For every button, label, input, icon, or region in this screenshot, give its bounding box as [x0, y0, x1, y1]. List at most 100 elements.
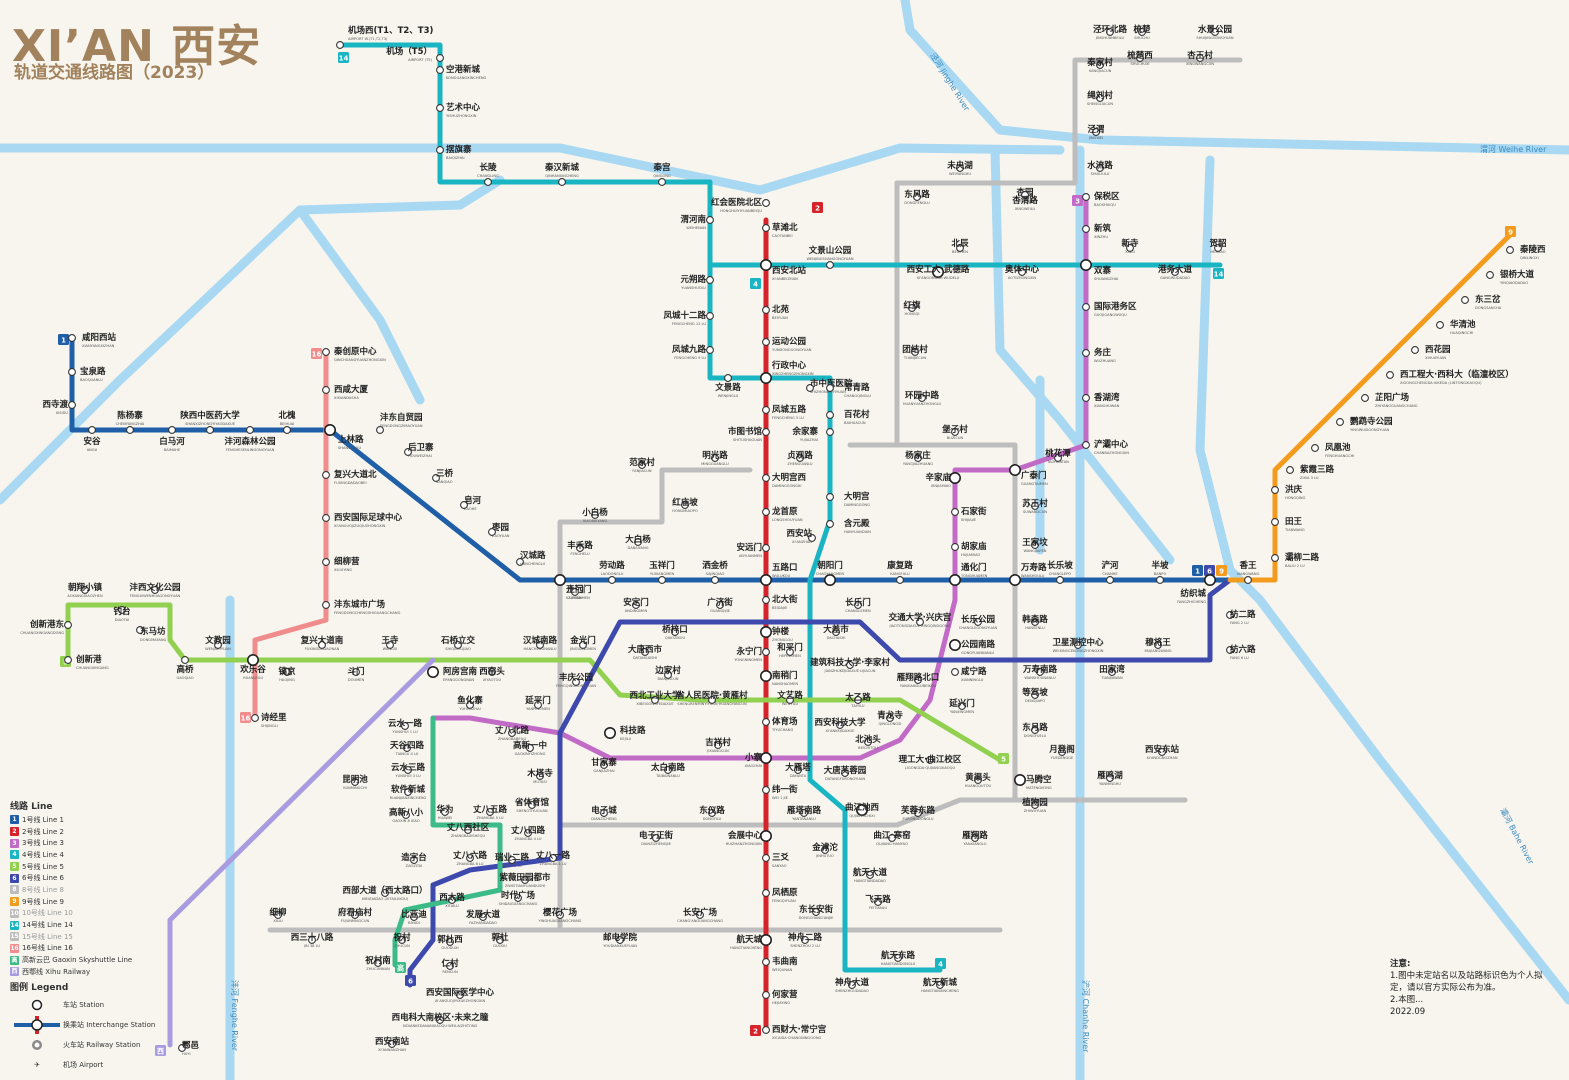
- station[interactable]: 西部大道（西太路口）XIBUDADAO (XITAILUKOU): [342, 885, 427, 901]
